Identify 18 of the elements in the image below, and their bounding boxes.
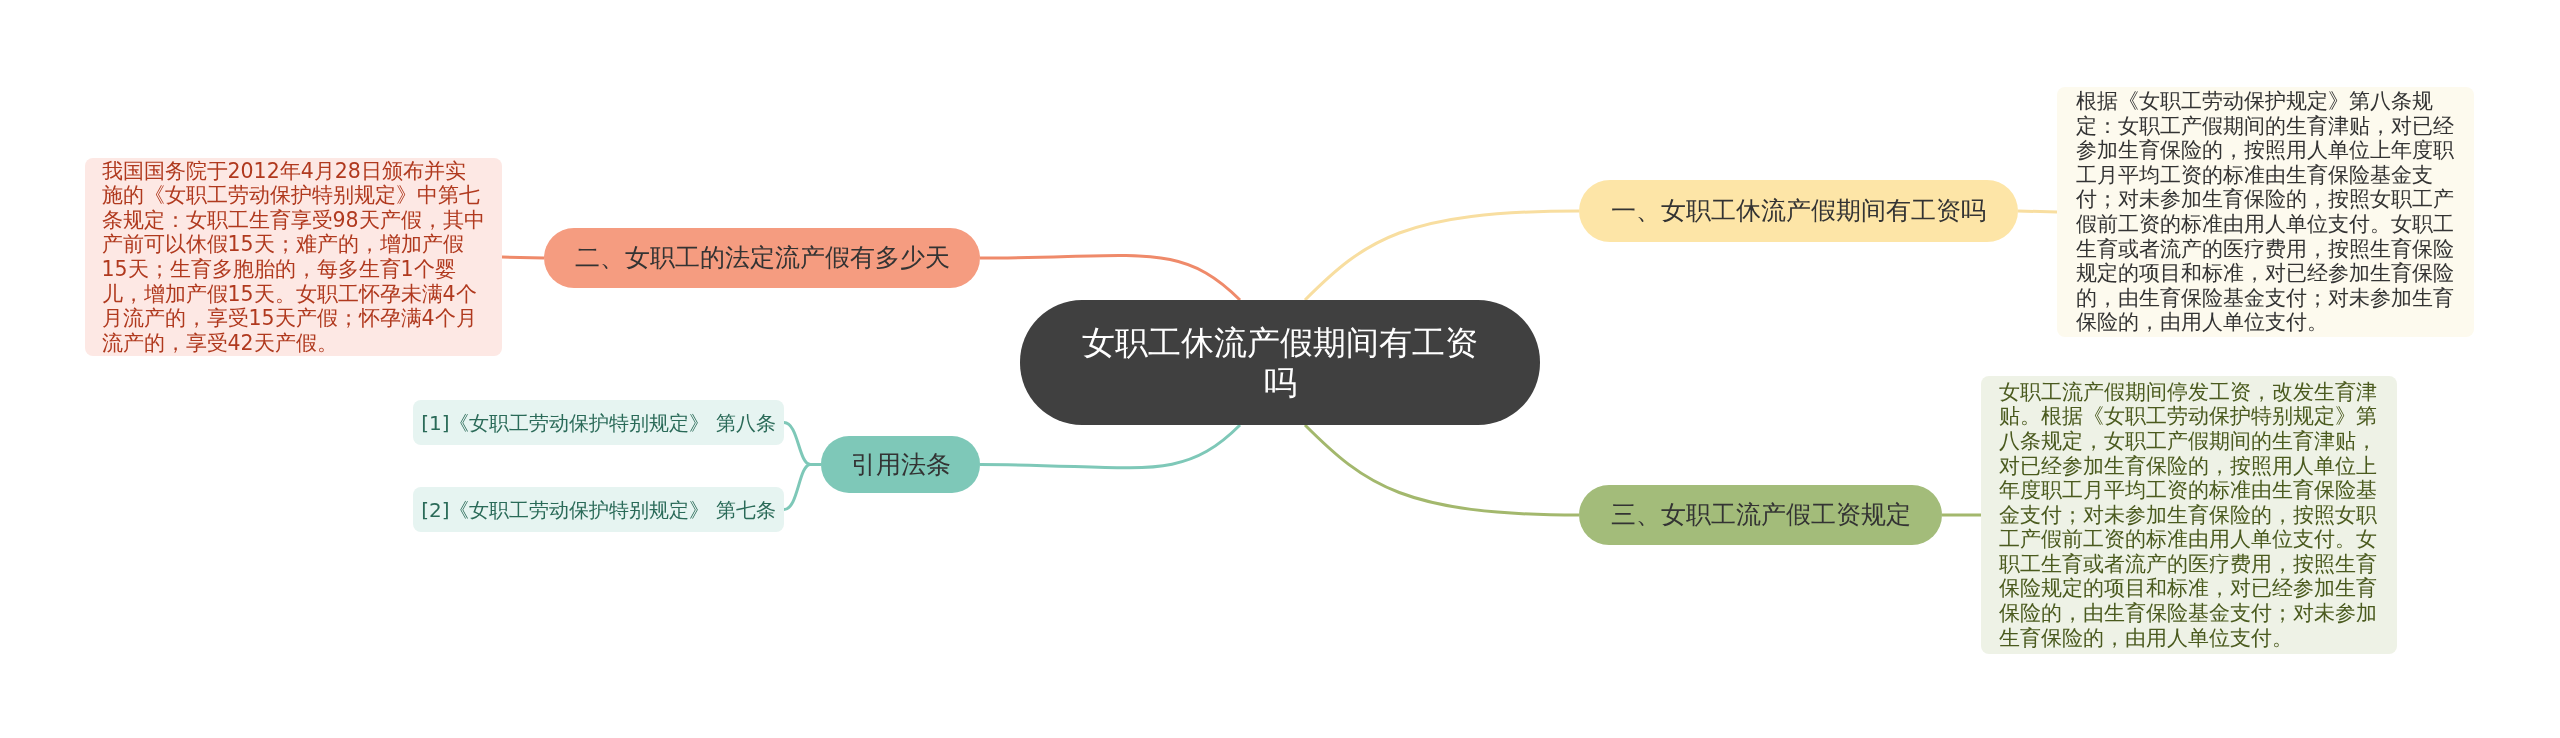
connector-line [1303,209,1580,302]
connector-line [783,463,821,511]
topic-box: 一、女职工休流产假期间有工资吗 [1579,180,2018,242]
central-topic: 女职工休流产假期间有工资吗 [1020,300,1540,425]
note-box: 根据《女职工劳动保护规定》第八条规定：女职工产假期间的生育津贴，对已经参加生育保险的，按照用人单位上年度职工月平均工资的标准由生育保险基金支付；对未参加生育保险的，按照女职工产假前工资的标准由用人单位支付。女职工生育或者流产的医疗费用，按照生育保险规定的项目和标准，对已经参加生育保险的，由生育保险基金支付；对未参加生育保险的，由用人单位支付。 [2057,87,2474,337]
citation-box: [1]《女职工劳动保护特别规定》 第八条 [413,400,784,445]
note-box: 我国国务院于2012年4月28日颁布并实施的《女职工劳动保护特别规定》中第七条规定：女职工生育享受98天产假，其中产前可以休假15天；难产的，增加产假15天；生育多胞胎的，每多生育1个婴儿，增加产假15天。女职工怀孕未满4个月流产的，享受15天产假；怀孕满4个月流产的，享受42天产假。 [85,158,502,356]
connector-line [1303,423,1580,517]
topic-box: 二、女职工的法定流产假有多少天 [544,228,980,288]
connector-line [980,423,1241,470]
topic-box: 三、女职工流产假工资规定 [1579,485,1942,545]
connector-line [501,255,545,260]
connector-line [1942,513,1981,517]
connector-line [980,254,1241,302]
citation-box: [2]《女职工劳动保护特别规定》 第七条 [413,487,784,532]
topic-box: 引用法条 [821,436,980,493]
note-box: 女职工流产假期间停发工资，改发生育津贴。根据《女职工劳动保护特别规定》第八条规定，女职工产假期间的生育津贴，对已经参加生育保险的，按照用人单位上年度职工月平均工资的标准由生育保险基金支付；对未参加生育保险的，按照女职工产假前工资的标准由用人单位支付。女职工生育或者流产的医疗费用，按照生育保险规定的项目和标准，对已经参加生育保险的，由生育保险基金支付；对未参加生育保险的，由用人单位支付。 [1981,376,2397,654]
connector-line [2017,209,2058,214]
